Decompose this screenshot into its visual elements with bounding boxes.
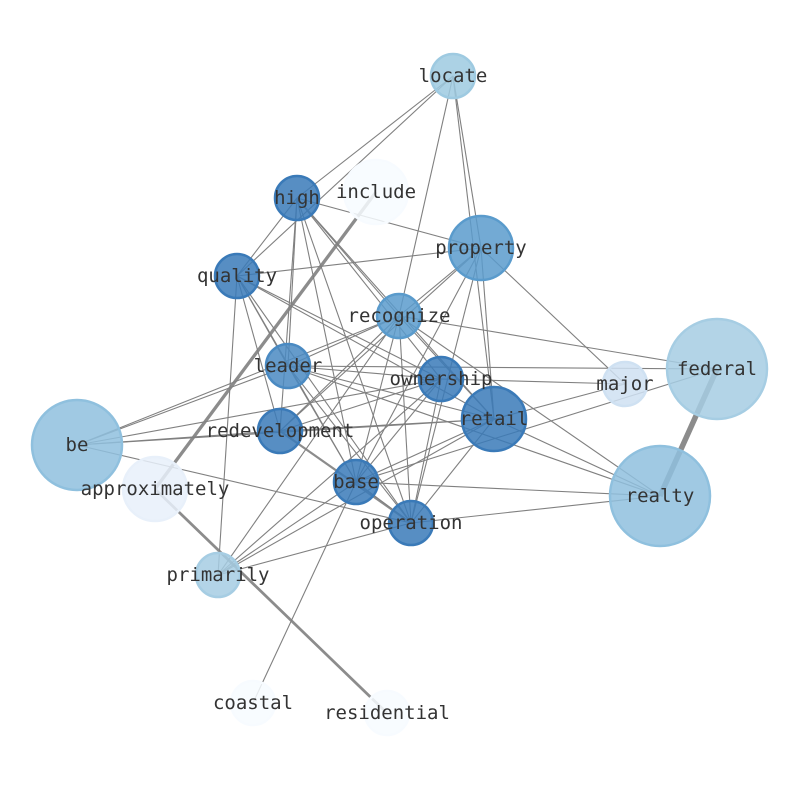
edge-locate-high xyxy=(296,75,454,199)
edge-high-base xyxy=(296,197,357,483)
node-label-retail: retail xyxy=(460,408,529,430)
edge-leader-operation xyxy=(287,365,412,524)
edge-quality-property xyxy=(236,247,482,277)
node-label-be: be xyxy=(66,434,89,456)
node-recognize[interactable] xyxy=(375,292,423,340)
edge-be-operation xyxy=(76,444,412,524)
edge-retail-redevelopment xyxy=(279,418,495,432)
node-approximately[interactable] xyxy=(121,455,189,523)
edge-recognize-federal xyxy=(398,315,718,370)
edge-ownership-primarily xyxy=(217,378,442,576)
node-label-coastal: coastal xyxy=(213,692,293,714)
edge-base-primarily xyxy=(217,481,357,576)
node-label-realty: realty xyxy=(626,485,695,507)
edge-recognize-primarily xyxy=(217,315,400,576)
edge-ownership-major xyxy=(440,378,626,385)
edge-quality-primarily xyxy=(217,275,238,576)
node-label-include: include xyxy=(336,181,416,203)
edge-operation-primarily xyxy=(217,522,412,576)
node-label-recognize: recognize xyxy=(348,305,451,327)
node-label-major: major xyxy=(596,373,653,395)
labels-layer: locate include high property quality recogniz… xyxy=(66,65,757,724)
node-label-primarily: primarily xyxy=(167,564,270,586)
edge-leader-ownership xyxy=(287,365,442,380)
node-locate[interactable] xyxy=(429,52,477,100)
node-retail[interactable] xyxy=(460,385,528,453)
edge-ownership-redevelopment xyxy=(279,378,442,432)
node-label-federal: federal xyxy=(677,358,757,380)
node-leader[interactable] xyxy=(264,342,312,390)
edge-base-coastal xyxy=(252,481,357,704)
nodes-layer xyxy=(30,52,769,737)
node-ownership[interactable] xyxy=(417,355,465,403)
node-label-redevelopment: redevelopment xyxy=(206,420,355,442)
node-include[interactable] xyxy=(342,158,410,226)
node-label-high: high xyxy=(274,187,320,209)
node-base[interactable] xyxy=(332,458,380,506)
node-major[interactable] xyxy=(601,360,649,408)
node-label-leader: leader xyxy=(254,355,323,377)
edge-property-redevelopment xyxy=(279,247,482,432)
edge-base-federal xyxy=(355,368,718,483)
node-label-ownership: ownership xyxy=(390,368,493,390)
node-label-base: base xyxy=(333,471,379,493)
node-be[interactable] xyxy=(30,398,124,492)
node-label-residential: residential xyxy=(324,702,450,724)
node-realty[interactable] xyxy=(608,444,712,548)
node-operation[interactable] xyxy=(387,499,435,547)
node-label-locate: locate xyxy=(419,65,488,87)
edge-ownership-be xyxy=(76,378,442,446)
edge-recognize-realty xyxy=(398,315,661,497)
edge-high-operation xyxy=(296,197,412,524)
node-redevelopment[interactable] xyxy=(256,407,304,455)
edge-locate-quality xyxy=(236,75,454,277)
node-label-property: property xyxy=(435,237,527,259)
edge-leader-federal xyxy=(287,365,718,370)
node-primarily[interactable] xyxy=(194,551,242,599)
node-coastal[interactable] xyxy=(229,679,277,727)
edge-locate-recognize xyxy=(398,75,454,317)
node-federal[interactable] xyxy=(665,317,769,421)
edge-be-recognize xyxy=(76,315,400,446)
node-high[interactable] xyxy=(273,174,321,222)
node-property[interactable] xyxy=(447,214,515,282)
edge-recognize-operation xyxy=(398,315,412,524)
edge-ownership-operation xyxy=(410,378,442,524)
edge-include-approximately xyxy=(153,191,378,490)
edge-approximately-residential xyxy=(154,488,388,714)
node-residential[interactable] xyxy=(363,689,411,737)
edge-leader-retail xyxy=(287,365,495,420)
edge-property-base xyxy=(355,247,482,483)
edge-quality-redevelopment xyxy=(236,275,281,432)
node-quality[interactable] xyxy=(213,252,261,300)
node-label-operation: operation xyxy=(360,512,463,534)
edge-quality-ownership xyxy=(236,275,442,380)
edge-high-redevelopment xyxy=(279,197,298,432)
node-label-quality: quality xyxy=(197,265,277,287)
edge-recognize-redevelopment xyxy=(279,315,400,432)
node-label-approximately: approximately xyxy=(81,478,230,500)
edge-high-ownership xyxy=(296,197,442,380)
